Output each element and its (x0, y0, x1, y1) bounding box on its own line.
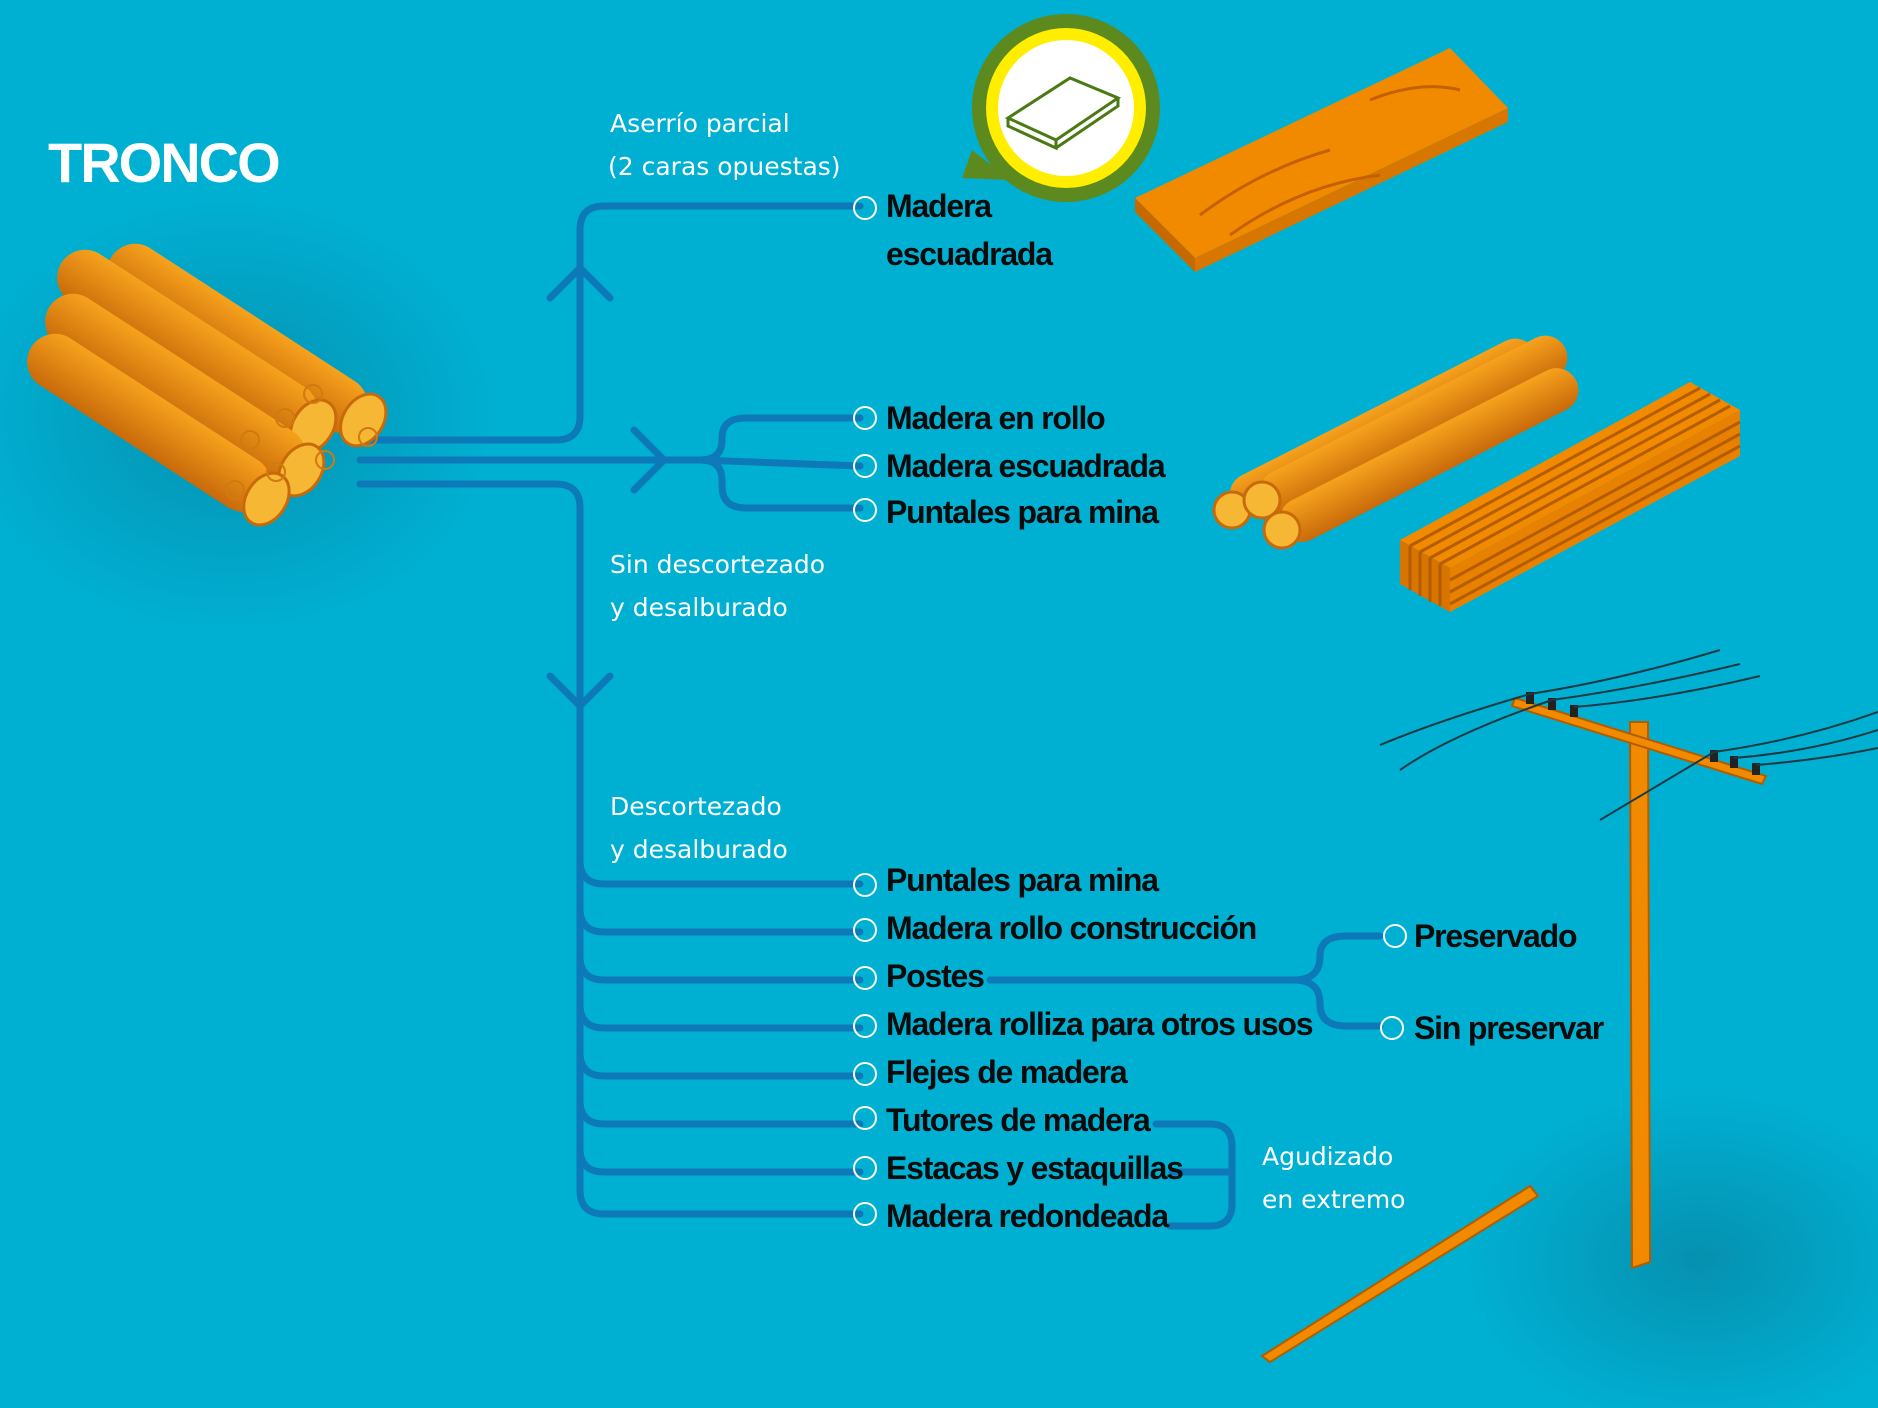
product-barked-7: Madera redondeada (886, 1198, 1169, 1234)
caption-unbarked-2: y desalburado (610, 593, 788, 622)
product-unbarked-0: Madera en rollo (886, 400, 1106, 436)
stake-icon (1260, 1184, 1540, 1364)
log-pile-icon (27, 243, 388, 527)
postes-sub-1: Sin preservar (1414, 1010, 1604, 1046)
node-dot (1383, 924, 1407, 948)
node-dot (853, 454, 877, 478)
caption-sharpened-2: en extremo (1262, 1185, 1406, 1214)
product-barked-6: Estacas y estaquillas (886, 1150, 1184, 1186)
node-dot (853, 873, 877, 897)
postes-sub-0: Preservado (1414, 918, 1578, 954)
product-partial-squared: Madera escuadrada (886, 188, 1053, 272)
node-dot (853, 966, 877, 990)
product-unbarked-2: Puntales para mina (886, 494, 1159, 530)
node-dot (1380, 1016, 1404, 1040)
product-barked-4: Flejes de madera (886, 1054, 1128, 1090)
caption-sharpened-1: Agudizado (1262, 1142, 1394, 1171)
lumber-stack-icon (1400, 382, 1741, 612)
node-dot (853, 1062, 877, 1086)
product-barked-0: Puntales para mina (886, 862, 1159, 898)
node-dot (853, 498, 877, 522)
node-dot (853, 406, 877, 430)
product-barked-5: Tutores de madera (886, 1102, 1151, 1138)
caption-partial-1: Aserrío parcial (610, 109, 790, 138)
node-dot (853, 1106, 877, 1130)
node-dot (853, 1156, 877, 1180)
node-dot (853, 1202, 877, 1226)
node-dot (853, 1014, 877, 1038)
node-dot (853, 196, 877, 220)
product-barked-3: Madera rolliza para otros usos (886, 1006, 1314, 1042)
round-logs-icon (1212, 335, 1579, 550)
arrow-down (546, 672, 614, 710)
node-dot (853, 918, 877, 942)
arrow-right (630, 426, 668, 494)
page-title: TRONCO (48, 131, 281, 194)
caption-partial-2: (2 caras opuestas) (608, 152, 841, 181)
caption-barked-2: y desalburado (610, 835, 788, 864)
arrow-up (546, 264, 614, 302)
caption-barked-1: Descortezado (610, 792, 782, 821)
utility-pole-icon (1379, 649, 1878, 1270)
connector-lines (356, 202, 1384, 1230)
branch-partial-line (356, 202, 864, 444)
caption-unbarked-1: Sin descortezado (610, 550, 825, 579)
pole-shadow (1460, 1090, 1878, 1408)
branch-barked-line (356, 480, 864, 1218)
product-barked-1: Madera rollo construcción (886, 910, 1257, 946)
badge-board-icon (962, 14, 1160, 202)
squared-board-icon (1135, 48, 1508, 272)
product-barked-2: Postes (886, 958, 985, 994)
product-unbarked-1: Madera escuadrada (886, 448, 1166, 484)
